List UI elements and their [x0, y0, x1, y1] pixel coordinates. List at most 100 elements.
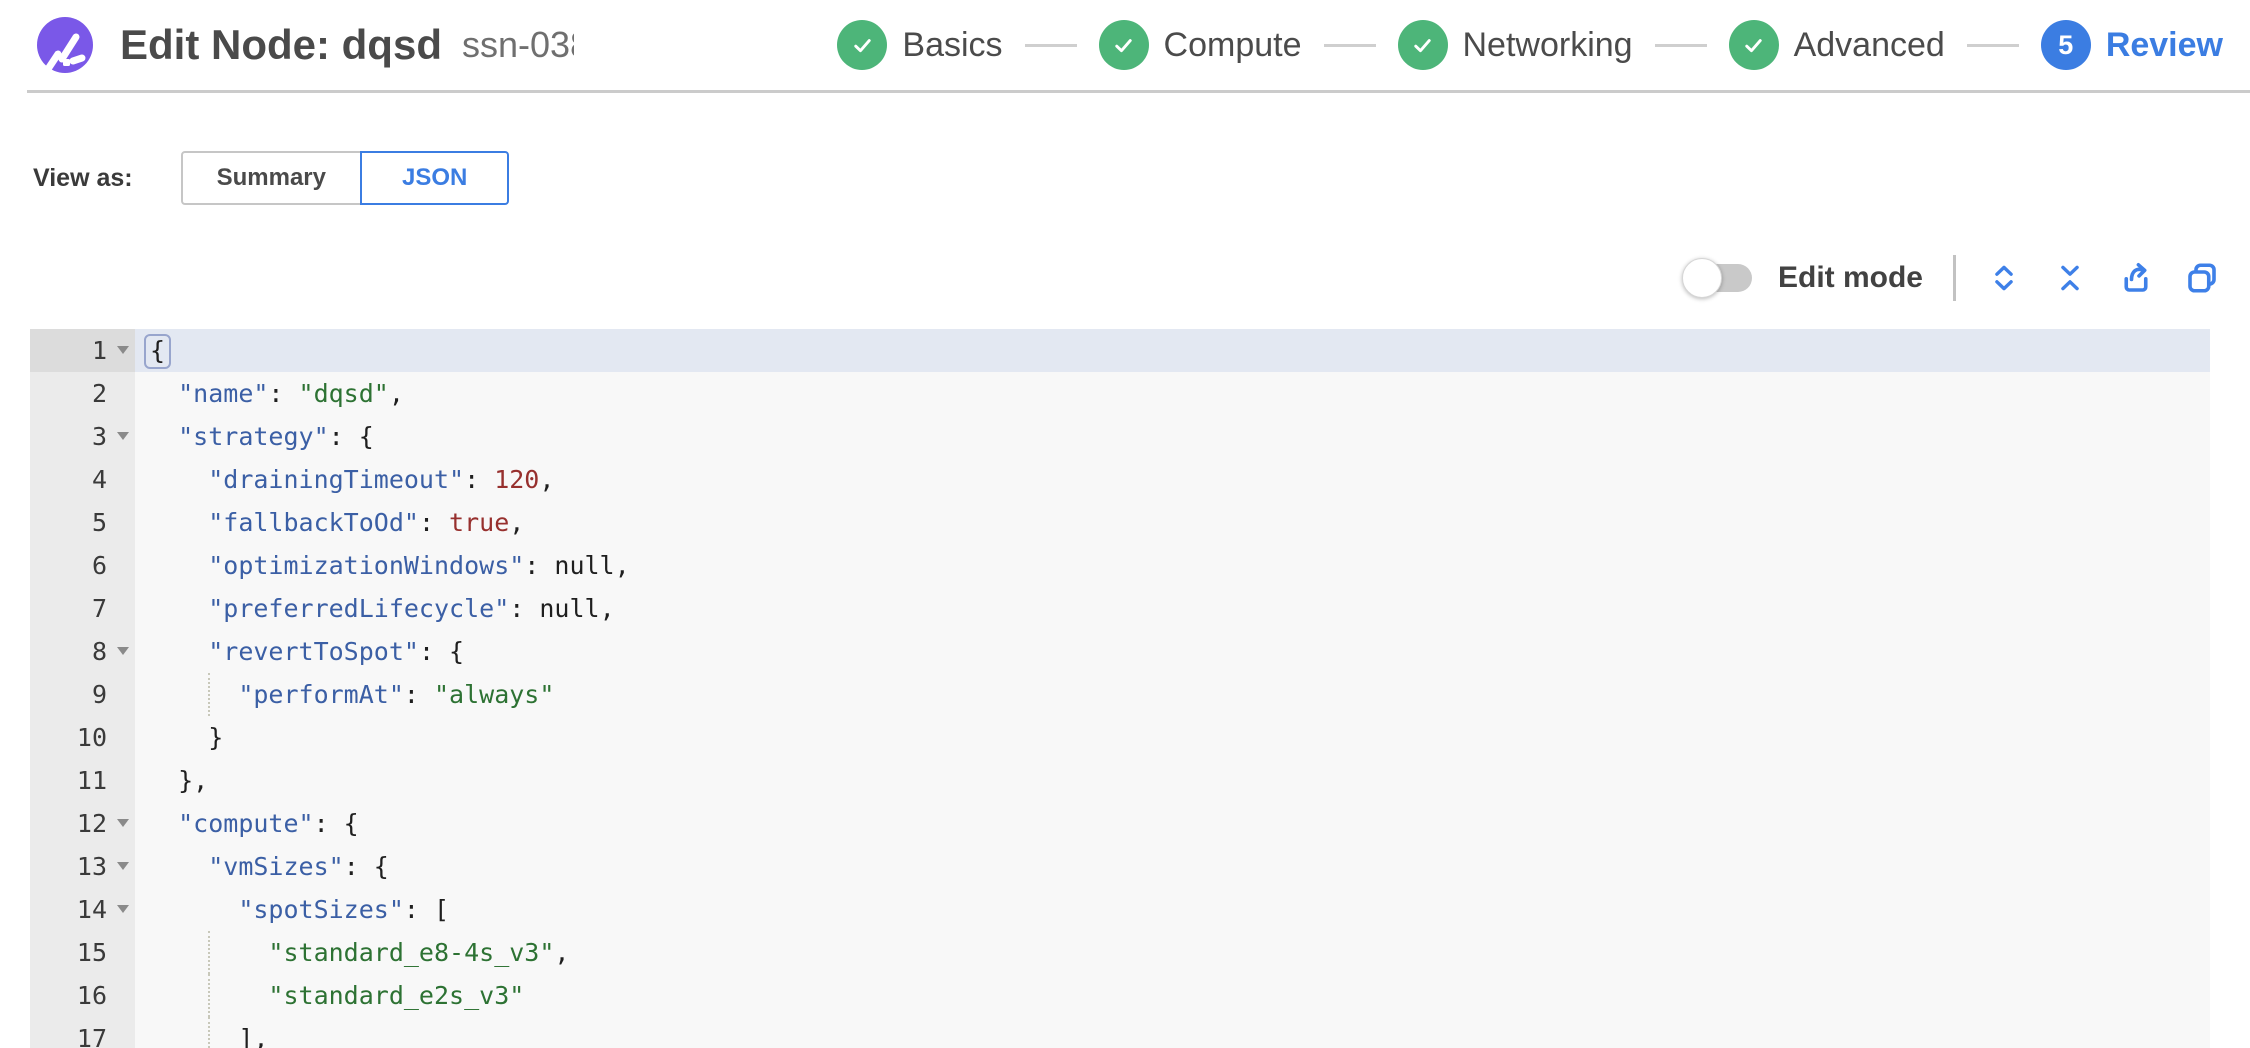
spot-logo-icon — [37, 17, 93, 73]
editor-icon-buttons — [1986, 260, 2220, 296]
fold-caret-icon[interactable] — [117, 819, 129, 827]
editor-line[interactable]: 2 "name": "dqsd", — [30, 372, 2210, 415]
editor-line[interactable]: 1{ — [30, 329, 2210, 372]
code-line: "compute": { — [178, 809, 359, 838]
line-number: 3 — [30, 415, 135, 458]
indent-guide — [208, 1017, 210, 1048]
json-view-button[interactable]: JSON — [360, 151, 510, 205]
json-code-editor[interactable]: 1{2 "name": "dqsd",3 "strategy": {4 "dra… — [30, 329, 2210, 1048]
step-connector — [1323, 43, 1376, 47]
stepper-step-advanced[interactable]: Advanced — [1728, 20, 1945, 70]
stepper-step-basics[interactable]: Basics — [837, 20, 1003, 70]
edit-mode-toggle[interactable] — [1681, 258, 1752, 298]
line-number: 12 — [30, 802, 135, 845]
indent-guide — [208, 673, 210, 716]
stepper-step-compute[interactable]: Compute — [1098, 20, 1302, 70]
code-line: "revertToSpot": { — [208, 637, 465, 666]
editor-line[interactable]: 6 "optimizationWindows": null, — [30, 544, 2210, 587]
code-line: ], — [135, 1017, 2210, 1048]
editor-line[interactable]: 12 "compute": { — [30, 802, 2210, 845]
editor-line[interactable]: 13 "vmSizes": { — [30, 845, 2210, 888]
editor-line[interactable]: 16 "standard_e2s_v3" — [30, 974, 2210, 1017]
fold-caret-icon[interactable] — [117, 432, 129, 440]
toolbar-divider — [1953, 255, 1956, 301]
code-line: } — [208, 723, 224, 752]
line-number: 16 — [30, 974, 135, 1017]
collapse-all-icon — [2061, 265, 2079, 291]
line-number: 5 — [30, 501, 135, 544]
editor-line[interactable]: 14 "spotSizes": [ — [30, 888, 2210, 931]
step-check-icon — [1098, 20, 1149, 70]
step-check-icon — [837, 20, 888, 70]
editor-line[interactable]: 15 "standard_e8-4s_v3", — [30, 931, 2210, 974]
line-number: 2 — [30, 372, 135, 415]
line-number: 4 — [30, 458, 135, 501]
code-line: }, — [178, 766, 209, 795]
step-label: Basics — [902, 25, 1003, 64]
indent-guide — [208, 974, 210, 1017]
editor-toolbar: Edit mode — [0, 253, 2220, 303]
edit-mode-label: Edit mode — [1777, 261, 1923, 294]
line-number: 13 — [30, 845, 135, 888]
editor-line[interactable]: 10 } — [30, 716, 2210, 759]
stepper-step-networking[interactable]: Networking — [1397, 20, 1633, 70]
code-line: "preferredLifecycle": null, — [208, 594, 615, 623]
fold-caret-icon[interactable] — [117, 346, 129, 354]
code-line: "spotSizes": [ — [238, 895, 450, 924]
step-label: Advanced — [1793, 25, 1945, 64]
code-line: "optimizationWindows": null, — [208, 551, 630, 580]
fold-caret-icon[interactable] — [117, 862, 129, 870]
line-number: 9 — [30, 673, 135, 716]
editor-line[interactable]: 4 "drainingTimeout": 120, — [30, 458, 2210, 501]
code-line: "standard_e8-4s_v3", — [135, 931, 2210, 974]
view-as-row: View as: Summary JSON — [33, 151, 2250, 205]
code-line: "fallbackToOd": true, — [208, 508, 525, 537]
code-line: { — [135, 329, 2210, 372]
wizard-header: Edit Node: dqsd ssn-038 Basics Compute Net… — [0, 0, 2250, 90]
line-number: 1 — [30, 329, 135, 372]
fold-caret-icon[interactable] — [117, 647, 129, 655]
editor-line[interactable]: 17 ], — [30, 1017, 2210, 1048]
expand-all-button[interactable] — [1986, 260, 2022, 296]
line-number: 11 — [30, 759, 135, 802]
code-line: "strategy": { — [178, 422, 374, 451]
line-number: 6 — [30, 544, 135, 587]
summary-view-button[interactable]: Summary — [180, 151, 362, 205]
step-label: Compute — [1163, 25, 1302, 64]
copy-icon — [2188, 263, 2216, 293]
step-number-badge: 5 — [2040, 20, 2091, 70]
expand-all-icon — [1995, 265, 2013, 291]
step-check-icon — [1728, 20, 1779, 70]
collapse-all-button[interactable] — [2052, 260, 2088, 296]
toggle-knob[interactable] — [1681, 258, 1722, 298]
step-connector — [1966, 43, 2019, 47]
indent-guide — [208, 931, 210, 974]
step-label: Networking — [1462, 25, 1633, 64]
editor-line[interactable]: 9 "performAt": "always" — [30, 673, 2210, 716]
editor-line[interactable]: 11 }, — [30, 759, 2210, 802]
code-line: "performAt": "always" — [135, 673, 2210, 716]
code-line: "name": "dqsd", — [178, 379, 404, 408]
export-button[interactable] — [2118, 260, 2154, 296]
node-id: ssn-038 — [461, 24, 574, 65]
page-title: Edit Node: dqsd — [120, 21, 442, 68]
line-number: 10 — [30, 716, 135, 759]
step-check-icon — [1397, 20, 1448, 70]
editor-line[interactable]: 3 "strategy": { — [30, 415, 2210, 458]
line-number: 15 — [30, 931, 135, 974]
step-connector — [1654, 43, 1707, 47]
line-number: 14 — [30, 888, 135, 931]
fold-caret-icon[interactable] — [117, 905, 129, 913]
export-icon — [2124, 263, 2148, 292]
code-line: "vmSizes": { — [208, 852, 389, 881]
view-as-label: View as: — [33, 163, 133, 192]
editor-line[interactable]: 5 "fallbackToOd": true, — [30, 501, 2210, 544]
line-number: 8 — [30, 630, 135, 673]
step-connector — [1024, 43, 1077, 47]
line-number: 17 — [30, 1017, 135, 1048]
copy-button[interactable] — [2184, 260, 2220, 296]
editor-line[interactable]: 7 "preferredLifecycle": null, — [30, 587, 2210, 630]
editor-line[interactable]: 8 "revertToSpot": { — [30, 630, 2210, 673]
